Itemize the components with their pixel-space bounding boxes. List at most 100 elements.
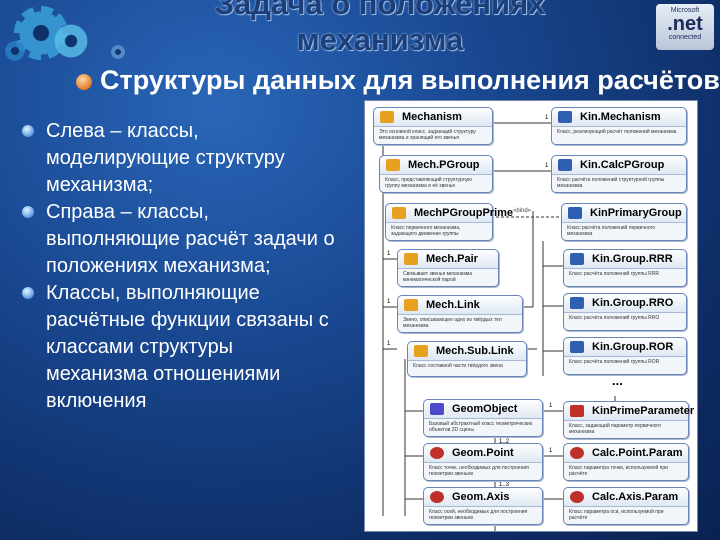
class-icon [558,111,572,123]
slide-title: Задача о положениях механизма [214,0,546,57]
class-name: Mech.Link [426,299,480,311]
class-description: Класс расчёта положений группы RRR [569,271,660,277]
class-description: Класс точек, необходимых для построения … [429,465,529,477]
class-box-mech-sub-link[interactable]: Mech.Sub.Link Класс составной части твёр… [407,341,527,377]
class-box-kin-group-rrr[interactable]: Kin.Group.RRR Класс расчёта положений гр… [563,249,687,287]
class-name: KinPrimaryGroup [590,207,682,219]
multiplicity-label: 1..2 [499,439,510,445]
class-name: Mech.Pair [426,253,478,265]
bullet-item: Слева – классы, моделирующие структуру м… [22,118,340,199]
class-box-kin-mechanism[interactable]: Kin.Mechanism Класс, реализующий расчёт … [551,107,687,145]
class-box-geom-object[interactable]: GeomObject Базовый абстрактный класс гео… [423,399,543,437]
class-description: Класс параметра оси, используемой при ра… [569,509,664,521]
logo-brand: Microsoft [670,7,700,14]
class-icon [386,159,400,171]
class-description: Класс параметра точки, используемой при … [569,465,668,477]
class-description: Класс расчёта положений группы ROR [569,359,660,365]
bullet-item: Классы, выполняющие расчётные функции св… [22,280,340,415]
class-description: Класс, реализующий расчёт положений меха… [557,129,677,135]
class-box-mech-pgroup-prime[interactable]: MechPGroupPrime Класс первичного механиз… [385,203,513,241]
gear-icon-tiny [110,44,126,60]
dotnet-logo: Microsoft .net connected [656,4,714,50]
multiplicity-label: 1 [545,163,549,169]
multiplicity-label: 1 [545,115,549,121]
class-description: Класс расчёта положений группы RRO [569,315,660,321]
class-description: Связывает звенья механизма кинематическо… [403,271,473,283]
bullet-item: Справа – классы, выполняющие расчёт зада… [22,199,340,280]
class-icon [568,207,582,219]
class-box-kin-primary-group[interactable]: KinPrimaryGroup Класс расчёта положений … [561,203,687,241]
class-name: Mech.PGroup [408,159,480,171]
class-description: Класс составной части твёрдого звена [413,363,503,369]
class-box-geom-axis[interactable]: Geom.Axis Класс осей, необходимых для по… [423,487,543,525]
class-icon [570,491,584,503]
class-box-calc-point-param[interactable]: Calc.Point.Param Класс параметра точки, … [563,443,689,481]
gear-icon-medium [52,22,90,60]
class-icon [430,491,444,503]
bind-stereotype: «bind» [513,208,532,214]
class-name: Kin.CalcPGroup [580,159,665,171]
class-box-mech-pgroup[interactable]: Mech.PGroup Класс, представляющий структ… [379,155,493,193]
class-name: Kin.Group.RRO [592,297,674,309]
class-name: Mech.Sub.Link [436,345,514,357]
class-box-mechanism[interactable]: Mechanism Это основной класс, задающий с… [373,107,493,145]
class-icon [558,159,572,171]
bullet-icon [22,125,34,137]
class-box-kin-group-rro[interactable]: Kin.Group.RRO Класс расчёта положений гр… [563,293,687,331]
class-description: Базовый абстрактный класс геометрических… [429,421,533,433]
bullet-text: Справа – классы, выполняющие расчёт зада… [46,201,335,277]
class-box-geom-point[interactable]: Geom.Point Класс точек, необходимых для … [423,443,543,481]
class-name: Kin.Mechanism [580,111,661,123]
class-box-kin-calc-pgroup[interactable]: Kin.CalcPGroup Класс расчёта положений с… [551,155,687,193]
gear-icon-small [4,40,26,62]
class-description: Класс расчёта положений первичного механ… [567,225,656,237]
class-icon [570,253,584,265]
class-box-kin-prime-parameter[interactable]: KinPrimeParameter Класс, задающий параме… [563,401,694,439]
class-name: Kin.Group.RRR [592,253,673,265]
class-description: Звено, описывающее одно из твёрдых тел м… [403,317,502,329]
class-icon [570,341,584,353]
multiplicity-label: 1 [387,341,391,347]
class-name: Calc.Axis.Param [592,491,679,503]
multiplicity-label: 1 [549,403,553,409]
class-icon [430,447,444,459]
class-icon [570,447,584,459]
class-icon [430,403,444,415]
class-name: Kin.Group.ROR [592,341,674,353]
class-icon [380,111,394,123]
multiplicity-label: 1 [387,251,391,257]
slide-subtitle: Структуры данных для выполнения расчётов [100,65,720,95]
class-name: Mechanism [402,111,462,123]
class-box-mech-link[interactable]: Mech.Link Звено, описывающее одно из твё… [397,295,523,333]
class-name: GeomObject [452,403,518,415]
class-icon [404,253,418,265]
class-description: Класс расчёта положений структурной груп… [557,177,665,189]
class-icon [570,405,584,417]
bullet-icon [22,287,34,299]
class-icon [404,299,418,311]
logo-tagline: connected [668,34,702,41]
class-icon [414,345,428,357]
class-name: Geom.Axis [452,491,510,503]
class-description: Класс первичного механизма, задающего дв… [391,225,461,237]
class-box-kin-group-ror[interactable]: Kin.Group.ROR Класс расчёта положений гр… [563,337,687,375]
class-description: Класс осей, необходимых для построения г… [429,509,528,521]
class-description: Класс, представляющий структурную группу… [385,177,472,189]
class-box-calc-axis-param[interactable]: Calc.Axis.Param Класс параметра оси, исп… [563,487,689,525]
multiplicity-label: 1..3 [499,482,510,488]
class-name: Calc.Point.Param [592,447,683,459]
class-description: Класс, задающий параметр первичного меха… [569,423,661,435]
subtitle-bullet-icon [76,74,92,90]
multiplicity-label: 1 [387,299,391,305]
bullet-text: Слева – классы, моделирующие структуру м… [46,120,285,196]
class-diagram: «bind» ... 1 1 1 1 1 1 1 1 1..2 1 1..3 1… [364,100,698,532]
class-name: Geom.Point [452,447,514,459]
bullet-list: Слева – классы, моделирующие структуру м… [22,118,340,415]
multiplicity-label: 1 [549,448,553,454]
class-box-mech-pair[interactable]: Mech.Pair Связывает звенья механизма кин… [397,249,499,287]
logo-name: .net [667,13,703,35]
bullet-text: Классы, выполняющие расчётные функции св… [46,282,329,412]
more-classes-ellipsis: ... [612,373,623,388]
class-name: KinPrimeParameter [592,405,695,417]
class-name: MechPGroupPrime [414,207,514,219]
